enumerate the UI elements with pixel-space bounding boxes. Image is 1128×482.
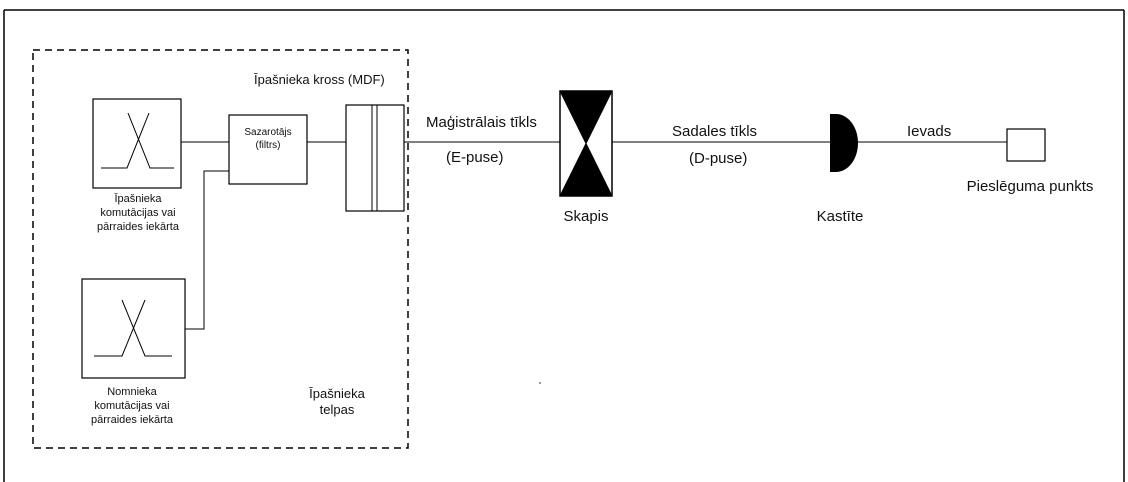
cabinet-diagonal-2	[559, 90, 613, 197]
owner-equipment-box	[92, 98, 182, 189]
splitter-label: Sazarotājs (filtrs)	[229, 126, 307, 152]
box-symbol	[830, 114, 858, 172]
tenant-equipment-symbol-right	[121, 299, 172, 357]
tenant-equipment-label-line3: pārraides iekārta	[91, 414, 173, 426]
tenant-equipment-label-line2: komutācijas vai	[94, 400, 170, 412]
box-label: Kastīte	[816, 208, 864, 225]
owner-equipment-symbol-left	[101, 112, 150, 169]
cabinet-fill-top	[560, 91, 612, 143]
owner-premises-boundary	[32, 49, 409, 449]
splitter-label-line1: Sazarotājs	[244, 127, 292, 138]
stray-dot	[539, 382, 541, 384]
tenant-equipment-symbol-left	[94, 299, 146, 357]
tenant-equipment-label-line1: Nomnieka	[107, 386, 157, 398]
owner-equipment-symbol-right	[127, 112, 174, 169]
owner-equipment-label: Īpašnieka komutācijas vai pārraides iekā…	[80, 192, 196, 234]
connection-point-box	[1006, 128, 1046, 162]
splitter-box	[228, 114, 308, 185]
main-network-side-label: (E-puse)	[446, 149, 504, 166]
tenant-equipment-label: Nomnieka komutācijas vai pārraides iekār…	[73, 385, 191, 427]
cabinet-label: Skapis	[563, 208, 609, 225]
splitter-label-line2: (filtrs)	[255, 140, 281, 151]
owner-equipment-label-line3: pārraides iekārta	[97, 221, 179, 233]
distribution-network-label: Sadales tīkls	[672, 123, 758, 140]
connection-point-label: Pieslēguma punkts	[966, 178, 1094, 195]
line-tenant-to-splitter	[185, 170, 229, 330]
main-network-label: Maģistrālais tīkls	[426, 114, 537, 131]
owner-premises-label: Īpašnieka telpas	[300, 386, 374, 418]
distribution-network-side-label: (D-puse)	[689, 150, 748, 167]
mdf-title: Īpašnieka kross (MDF)	[254, 72, 385, 87]
owner-equipment-label-line1: Īpašnieka	[114, 193, 162, 205]
cabinet-fill-bottom	[560, 143, 612, 196]
owner-premises-label-line2: telpas	[319, 402, 355, 417]
drop-label: Ievads	[907, 123, 952, 140]
owner-premises-label-line1: Īpašnieka	[309, 386, 365, 401]
owner-equipment-label-line2: komutācijas vai	[100, 207, 176, 219]
mdf-cross-connect	[345, 104, 405, 212]
